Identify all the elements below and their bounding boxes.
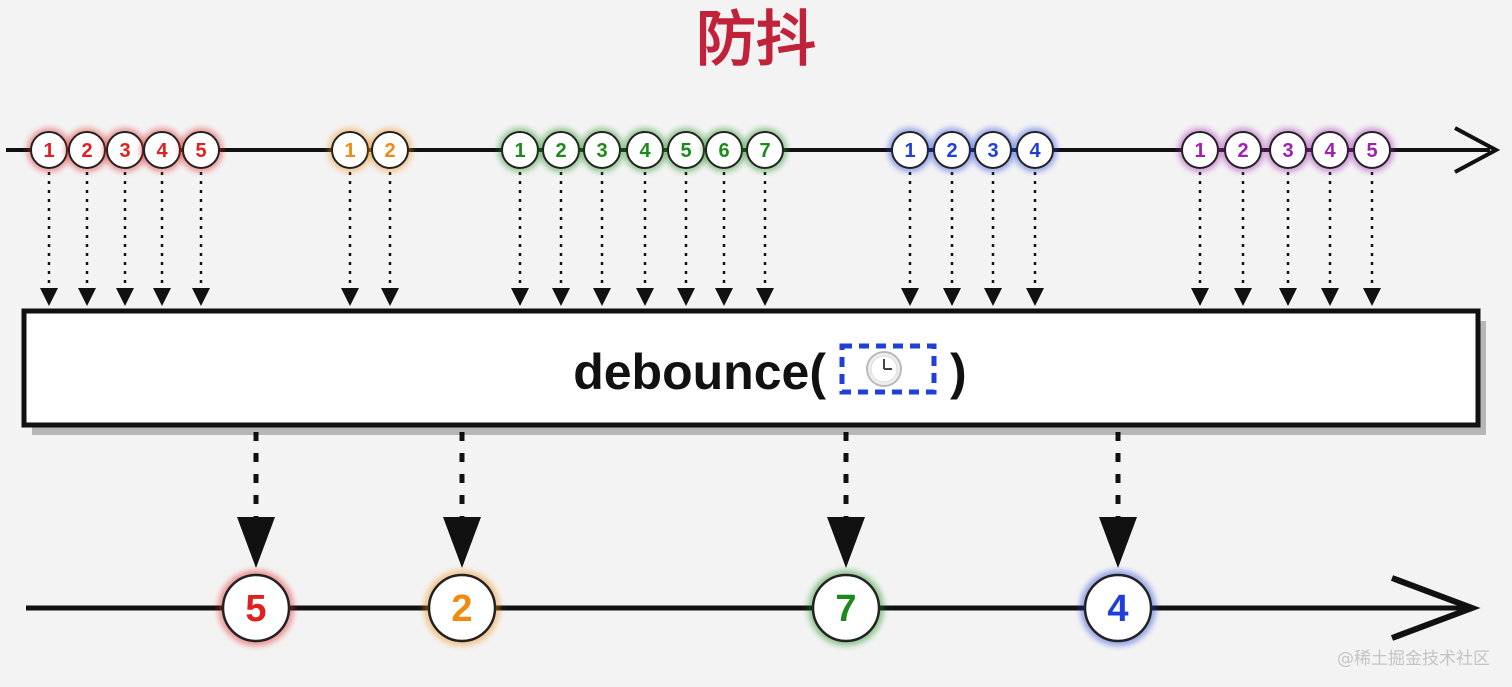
clock-icon xyxy=(866,351,902,387)
input-connector-arrowhead xyxy=(1234,288,1252,306)
input-marble: 2 xyxy=(1221,128,1265,172)
input-marble: 2 xyxy=(65,128,109,172)
output-marble: 2 xyxy=(424,570,500,646)
output-connector-arrowhead xyxy=(1099,517,1137,568)
input-timeline-arrowhead xyxy=(1454,126,1501,174)
input-connector-arrowhead xyxy=(1026,288,1044,306)
input-marble: 4 xyxy=(1013,128,1057,172)
input-marble: 4 xyxy=(140,128,184,172)
output-marble-label: 2 xyxy=(451,588,472,630)
input-marble: 6 xyxy=(702,128,746,172)
input-marble-label: 7 xyxy=(759,140,770,162)
input-marble: 2 xyxy=(539,128,583,172)
input-marble-label: 3 xyxy=(596,140,607,162)
input-marble: 1 xyxy=(1178,128,1222,172)
input-connector-arrowhead xyxy=(381,288,399,306)
input-marble-label: 3 xyxy=(1282,140,1293,162)
output-connector-arrowhead xyxy=(827,517,865,568)
output-marble: 4 xyxy=(1080,570,1156,646)
input-marble-label: 6 xyxy=(718,140,729,162)
input-marble-label: 4 xyxy=(156,140,168,162)
input-connector-arrowhead xyxy=(943,288,961,306)
output-timeline-arrowhead xyxy=(1390,575,1481,641)
input-marble: 1 xyxy=(888,128,932,172)
output-marble: 7 xyxy=(808,570,884,646)
input-marble-label: 1 xyxy=(43,140,54,162)
input-marble-label: 4 xyxy=(1324,140,1336,162)
input-marble: 7 xyxy=(743,128,787,172)
input-marble-label: 4 xyxy=(1029,140,1041,162)
input-marble-label: 1 xyxy=(344,140,355,162)
operator-box-frame xyxy=(21,308,1481,428)
input-connector-arrowhead xyxy=(593,288,611,306)
input-connector-arrowhead xyxy=(756,288,774,306)
page-title: 防抖 xyxy=(696,5,816,75)
input-connector-arrowhead xyxy=(116,288,134,306)
input-connector-arrowhead xyxy=(984,288,1002,306)
input-marble: 3 xyxy=(580,128,624,172)
input-connector-arrowhead xyxy=(192,288,210,306)
operator-label: debounce( xyxy=(573,344,826,400)
input-marble-label: 2 xyxy=(1237,140,1248,162)
input-connector-arrowhead xyxy=(1191,288,1209,306)
input-connector-arrowhead xyxy=(901,288,919,306)
input-connector-arrowhead xyxy=(78,288,96,306)
watermark: @稀土掘金技术社区 xyxy=(1337,649,1490,669)
input-connector-arrowhead xyxy=(1279,288,1297,306)
input-connector-arrowhead xyxy=(153,288,171,306)
input-connector-arrowhead xyxy=(40,288,58,306)
input-marble: 5 xyxy=(664,128,708,172)
input-marble: 1 xyxy=(328,128,372,172)
input-connector-arrowhead xyxy=(1363,288,1381,306)
input-marble: 5 xyxy=(179,128,223,172)
input-connector-arrowhead xyxy=(677,288,695,306)
input-marble: 3 xyxy=(1266,128,1310,172)
output-marble-label: 4 xyxy=(1107,588,1128,630)
input-marble-label: 3 xyxy=(119,140,130,162)
output-marble: 5 xyxy=(218,570,294,646)
input-marble: 5 xyxy=(1350,128,1394,172)
input-connector-arrowhead xyxy=(552,288,570,306)
input-marble-label: 5 xyxy=(680,140,691,162)
input-connector-arrowhead xyxy=(1321,288,1339,306)
input-marble-label: 2 xyxy=(81,140,92,162)
input-marble-label: 1 xyxy=(1194,140,1205,162)
input-marble-label: 1 xyxy=(514,140,525,162)
input-marble: 1 xyxy=(498,128,542,172)
input-connector-arrowhead xyxy=(511,288,529,306)
input-connector-arrowhead xyxy=(715,288,733,306)
input-marble: 4 xyxy=(623,128,667,172)
input-marble: 3 xyxy=(103,128,147,172)
input-connector-arrowhead xyxy=(636,288,654,306)
input-marble: 1 xyxy=(27,128,71,172)
input-marble-label: 1 xyxy=(904,140,915,162)
input-marble: 4 xyxy=(1308,128,1352,172)
output-marble-label: 7 xyxy=(835,588,856,630)
input-marble-label: 5 xyxy=(1366,140,1377,162)
output-connector-arrowhead xyxy=(443,517,481,568)
output-marble-label: 5 xyxy=(245,588,266,630)
input-marble-label: 4 xyxy=(639,140,651,162)
input-marble: 2 xyxy=(368,128,412,172)
input-connector-arrowhead xyxy=(341,288,359,306)
input-marble-label: 2 xyxy=(946,140,957,162)
input-marble: 2 xyxy=(930,128,974,172)
output-connector-arrowhead xyxy=(237,517,275,568)
input-marble-label: 2 xyxy=(384,140,395,162)
operator-close-paren: ) xyxy=(950,344,967,400)
input-marble-label: 3 xyxy=(987,140,998,162)
input-marble-label: 2 xyxy=(555,140,566,162)
input-marble-label: 5 xyxy=(195,140,206,162)
input-marble: 3 xyxy=(971,128,1015,172)
